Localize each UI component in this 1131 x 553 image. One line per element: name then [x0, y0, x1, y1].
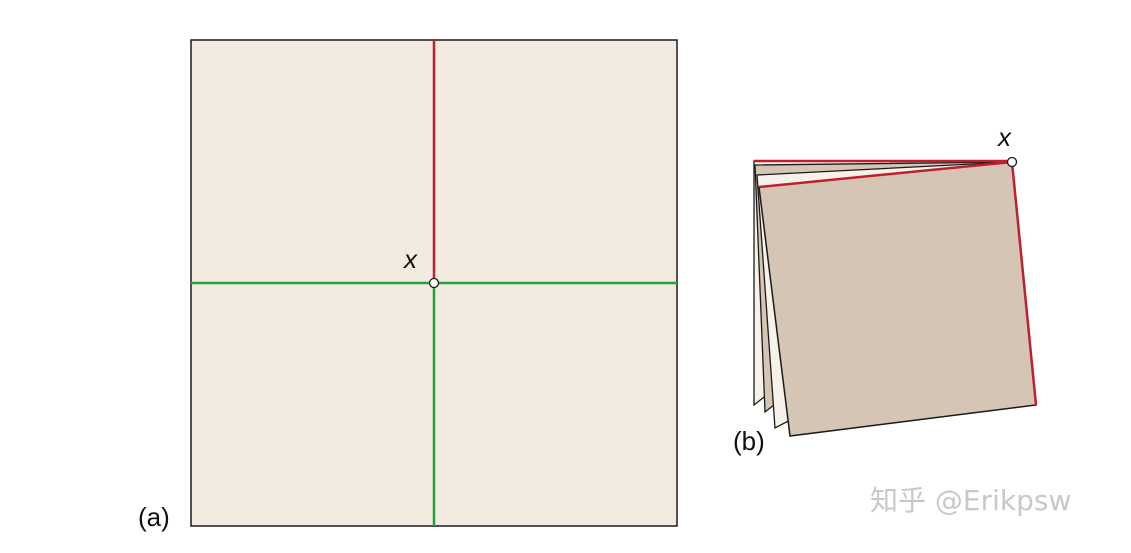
panel-b: x (b) [733, 122, 1038, 456]
panel-label-a: (a) [138, 502, 170, 532]
folded-front-top-edge-red [758, 160, 1013, 189]
folded-layer-front [758, 161, 1037, 437]
point-label-a: x [402, 244, 418, 274]
corner-point-x [1006, 156, 1018, 168]
folded-right-edge-red [1010, 161, 1038, 406]
center-point-x [428, 277, 440, 289]
watermark: 知乎 @Erikpsw [870, 484, 1071, 517]
panel-label-b: (b) [733, 426, 765, 456]
panel-a: x (a) [138, 39, 678, 532]
point-label-b: x [996, 122, 1012, 152]
